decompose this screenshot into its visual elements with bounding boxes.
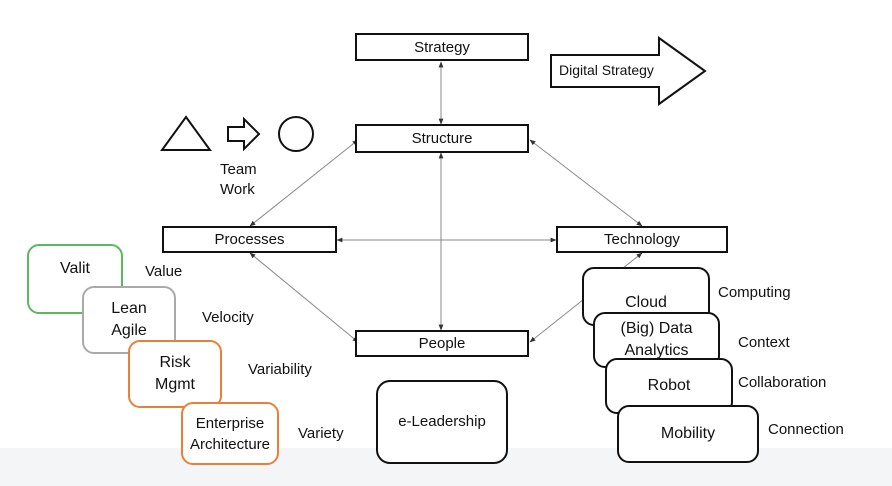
triangle-icon [160,115,212,151]
connector-structure-processes [249,139,359,227]
processes-box: Processes [162,226,337,253]
mobility-box: Mobility [617,405,759,463]
structure-box: Structure [355,124,529,153]
value-label: Value [145,263,183,280]
context-label: Context [738,334,790,351]
collaboration-label: Collaboration [738,374,827,391]
e-leadership-box: e-Leadership [376,380,508,464]
connection-label: Connection [768,421,844,438]
people-box: People [355,330,529,357]
circle-icon [278,116,314,152]
velocity-label: Velocity [202,309,254,326]
variability-label: Variability [248,361,312,378]
robot-box: Robot [605,358,733,414]
connector-processes-people [249,252,359,343]
computing-label: Computing [718,284,791,301]
technology-box: Technology [556,226,728,253]
digital-strategy-label: Digital Strategy [559,62,654,78]
enterprise-architecture-box: Enterprise Architecture [181,402,279,465]
arrow-right-icon [227,116,261,152]
variety-label: Variety [298,425,344,442]
digital-strategy-arrow [550,36,707,106]
team-work-label: Team Work [220,161,257,198]
risk-mgmt-box: Risk Mgmt [128,340,222,408]
connector-structure-technology [529,139,643,227]
strategy-box: Strategy [355,33,529,61]
